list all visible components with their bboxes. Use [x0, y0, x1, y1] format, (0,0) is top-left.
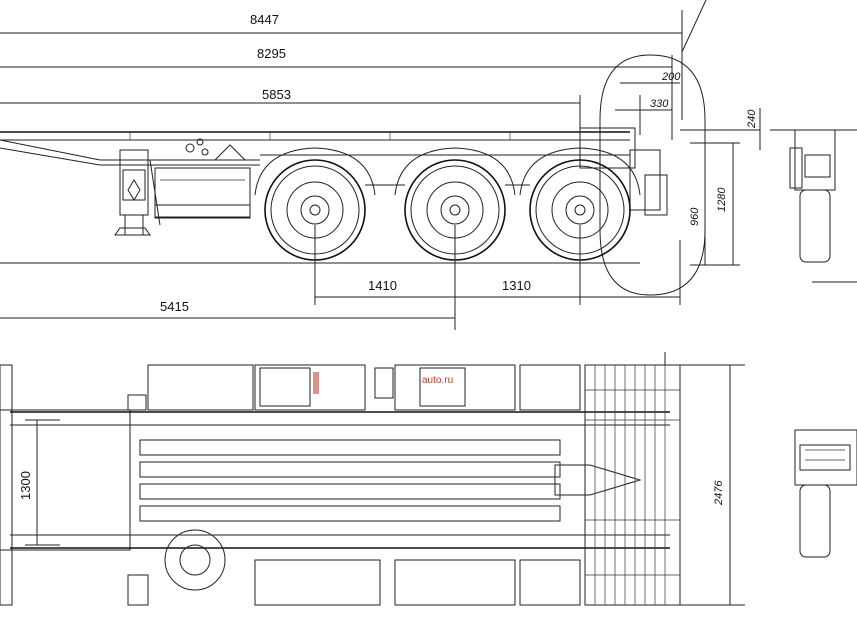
dim-330-text: 330 [650, 98, 669, 110]
dim-5415-text: 5415 [160, 299, 189, 314]
dim-overall-length: 8447 [0, 10, 683, 120]
dim-2476-text: 2476 [713, 480, 725, 506]
dim-1410-text: 1410 [368, 278, 397, 293]
dim-960-text: 960 [689, 207, 701, 226]
side-view: 8447 8295 5853 200 330 240 [0, 0, 761, 330]
lower-boxes-top [127, 529, 581, 606]
dim-inner-width: 1300 [18, 419, 60, 546]
rear-view-bottom [794, 429, 857, 558]
dim-1310-text: 1310 [502, 278, 531, 293]
upper-boxes-top: auto.ru [127, 364, 581, 411]
dim-overall-length-text: 8447 [250, 12, 279, 27]
equipment-box [154, 138, 251, 219]
dim-first-axle-text: 5853 [262, 87, 291, 102]
rear-view-small [770, 129, 857, 283]
dim-200-text: 200 [661, 71, 681, 83]
dim-240-text: 240 [746, 109, 758, 129]
frame-beams-top [10, 411, 670, 549]
watermark-text: auto.ru [422, 375, 453, 386]
trailer-frame-side [0, 127, 668, 216]
dim-1280-text: 1280 [716, 187, 728, 212]
top-view: 1300 auto.ru [0, 352, 745, 606]
watermark-mark [313, 372, 319, 394]
landing-gear [114, 149, 161, 236]
dim-axle-spacing: 1410 1310 5415 [0, 225, 681, 330]
dim-overall-width: 2476 [664, 352, 745, 606]
dim-frame-length-text: 8295 [257, 46, 286, 61]
dim-1300-text: 1300 [18, 471, 33, 500]
rear-detail-callout: 200 330 240 1280 960 [599, 54, 761, 296]
dim-frame-length: 8295 [0, 46, 673, 140]
rear-ramp-top [584, 364, 681, 606]
dim-first-axle: 5853 [0, 87, 581, 135]
